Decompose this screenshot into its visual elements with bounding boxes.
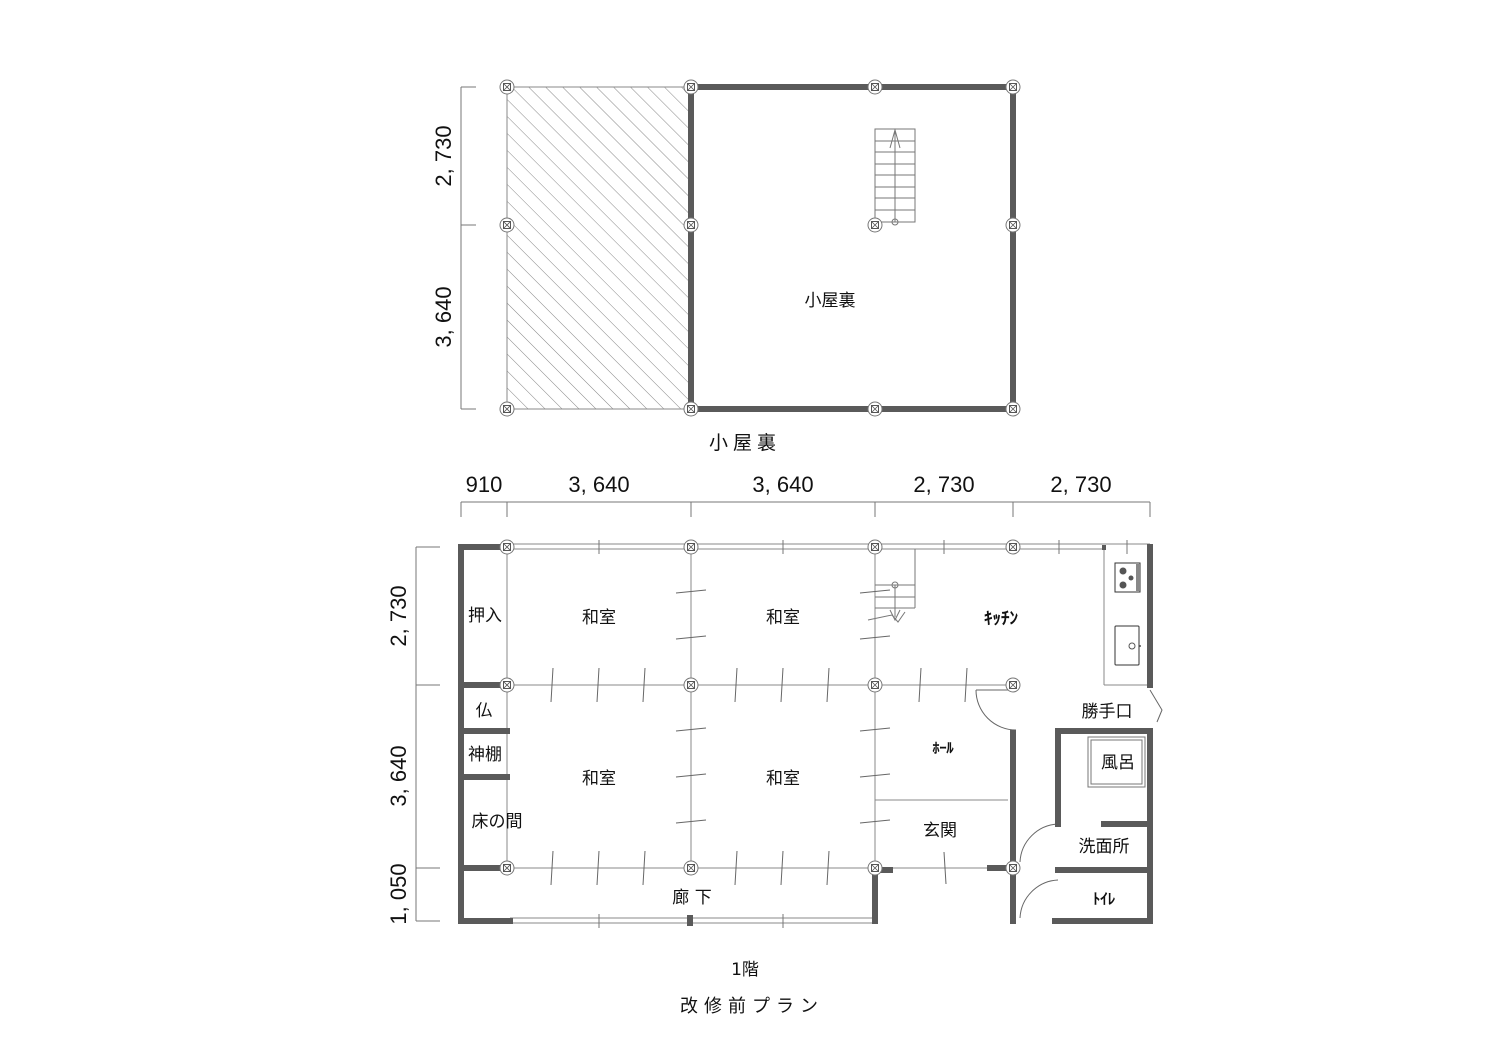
stair-icon: [867, 549, 916, 623]
attic-vertical-dimension: [460, 86, 476, 410]
attic-dim-3640: 3, 640: [431, 286, 456, 347]
stove-icon: [1114, 562, 1141, 593]
room-hall: ﾎｰﾙ: [933, 741, 955, 757]
room-toilet: ﾄｲﾚ: [1093, 890, 1116, 908]
dim-3640-b: 3, 640: [752, 472, 813, 497]
room-tokonoma: 床の間: [472, 812, 523, 832]
vertical-dimension-line: [415, 546, 440, 922]
room-washitsu-4: 和室: [766, 769, 800, 789]
room-katteguchi: 勝手口: [1082, 702, 1133, 722]
ground-floor-plan: [415, 501, 1163, 928]
partition-lines: [506, 540, 1150, 928]
room-furo: 風呂: [1101, 753, 1135, 773]
dim-2730-b: 2, 730: [1050, 472, 1111, 497]
room-kamidana: 神棚: [468, 745, 502, 765]
dim-v-1050: 1, 050: [386, 863, 411, 924]
room-rouka: 廊 下: [672, 888, 711, 908]
dim-910: 910: [466, 472, 503, 497]
hatched-void-area: [506, 86, 692, 410]
sliding-door-marks: [550, 589, 968, 886]
dim-2730-a: 2, 730: [913, 472, 974, 497]
room-kitchen: ｷｯﾁﾝ: [984, 609, 1018, 629]
room-washitsu-3: 和室: [582, 769, 616, 789]
exterior-walls: [458, 544, 1153, 926]
attic-walls: [688, 84, 1016, 412]
floor-label: 1階: [731, 960, 759, 980]
dim-3640-a: 3, 640: [568, 472, 629, 497]
dim-v-3640: 3, 640: [386, 745, 411, 806]
room-washitsu-2: 和室: [766, 608, 800, 628]
stair-icon: [874, 128, 916, 226]
attic-plan-title: 小屋裏: [709, 432, 781, 454]
horizontal-dimension-line: [460, 501, 1151, 517]
room-senmenjo: 洗面所: [1079, 837, 1130, 857]
room-genkan: 玄関: [923, 821, 957, 841]
room-oshiire: 押入: [468, 606, 502, 626]
door-swing-icon: [975, 689, 1163, 919]
attic-dim-2730: 2, 730: [431, 125, 456, 186]
attic-plan: [460, 79, 1021, 417]
attic-room-label: 小屋裏: [805, 290, 856, 311]
sink-icon: [1114, 625, 1141, 666]
plan-title: 改修前プラン: [680, 996, 824, 1017]
room-washitsu-1: 和室: [582, 608, 616, 628]
dim-v-2730: 2, 730: [386, 585, 411, 646]
room-butsudan: 仏: [476, 701, 493, 721]
